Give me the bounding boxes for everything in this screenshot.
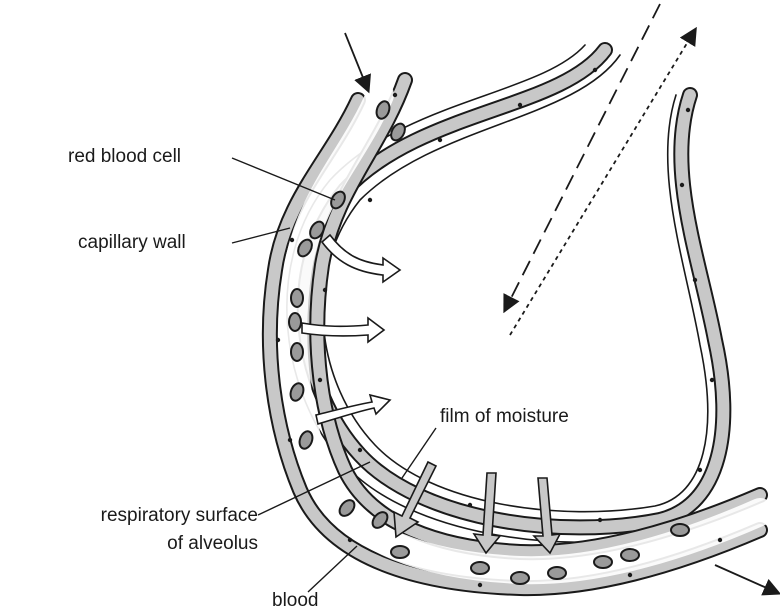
label-red-blood-cell: red blood cell xyxy=(68,146,181,168)
label-respiratory-surface-line1: respiratory surface xyxy=(8,505,258,527)
label-capillary-wall: capillary wall xyxy=(78,232,186,254)
label-blood: blood xyxy=(272,590,319,612)
label-respiratory-surface-line2: of alveolus xyxy=(8,533,258,555)
label-film-of-moisture: film of moisture xyxy=(440,406,569,428)
